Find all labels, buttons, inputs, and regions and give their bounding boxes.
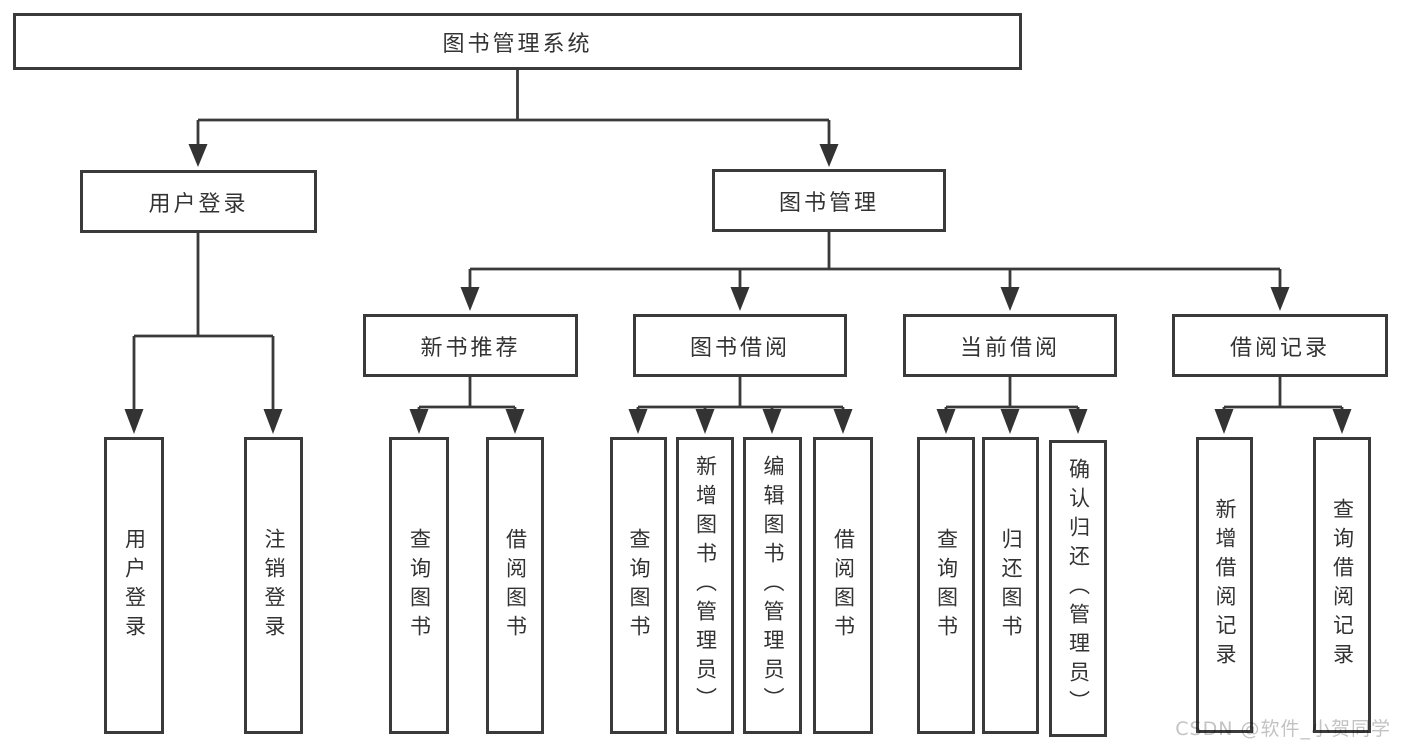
connector-root [188, 70, 839, 167]
leaf-edit-books-admin-label: 编辑图书（管理员） [761, 455, 786, 716]
node-system-root: 图书管理系统 [13, 13, 1022, 70]
connector-user-login [124, 233, 283, 434]
leaf-query-books-3: 查询图书 [917, 437, 975, 734]
leaf-confirm-return-admin-label: 确认归还（管理员） [1066, 458, 1091, 719]
leaf-return-books-label: 归还图书 [999, 527, 1024, 644]
node-system-root-label: 图书管理系统 [442, 31, 593, 57]
leaf-edit-books-admin: 编辑图书（管理员） [743, 437, 802, 734]
leaf-query-books-1: 查询图书 [389, 437, 449, 734]
leaf-query-books-1-label: 查询图书 [407, 527, 432, 644]
node-book-borrow: 图书借阅 [633, 314, 847, 377]
leaf-borrow-books-2-label: 借阅图书 [831, 527, 856, 644]
leaf-query-books-2: 查询图书 [610, 437, 667, 734]
leaf-add-books-admin: 新增图书（管理员） [676, 437, 734, 734]
csdn-watermark: CSDN @软件_小贺同学 [1175, 718, 1391, 740]
connector-borrow-records [1214, 377, 1352, 434]
node-borrow-records-label: 借阅记录 [1229, 335, 1330, 361]
node-book-borrow-label: 图书借阅 [689, 335, 790, 361]
leaf-logout-label: 注销登录 [262, 527, 287, 644]
leaf-borrow-books-2: 借阅图书 [813, 437, 873, 734]
leaf-query-books-3-label: 查询图书 [934, 527, 959, 644]
connector-current-borrow [936, 377, 1088, 434]
leaf-user-login: 用户登录 [104, 437, 164, 734]
node-new-books-label: 新书推荐 [420, 335, 521, 361]
leaf-add-borrow-record: 新增借阅记录 [1196, 437, 1253, 733]
leaf-add-borrow-record-label: 新增借阅记录 [1213, 498, 1238, 672]
connector-book-borrow [628, 377, 853, 434]
leaf-logout: 注销登录 [244, 437, 303, 734]
connector-new-books [409, 377, 525, 434]
node-new-books: 新书推荐 [363, 314, 578, 377]
leaf-query-borrow-record-label: 查询借阅记录 [1330, 498, 1355, 672]
leaf-query-borrow-record: 查询借阅记录 [1313, 437, 1371, 733]
leaf-borrow-books-1-label: 借阅图书 [503, 527, 528, 644]
leaf-return-books: 归还图书 [982, 437, 1039, 734]
leaf-user-login-label: 用户登录 [122, 527, 147, 644]
node-current-borrow: 当前借阅 [903, 314, 1117, 377]
node-book-mgmt-label: 图书管理 [778, 190, 879, 216]
node-user-login: 用户登录 [80, 170, 317, 233]
node-user-login-label: 用户登录 [148, 191, 249, 217]
node-current-borrow-label: 当前借阅 [959, 335, 1060, 361]
node-book-mgmt: 图书管理 [712, 169, 946, 232]
leaf-borrow-books-1: 借阅图书 [486, 437, 544, 734]
leaf-query-books-2-label: 查询图书 [627, 527, 652, 644]
leaf-confirm-return-admin: 确认归还（管理员） [1049, 440, 1107, 737]
node-borrow-records: 借阅记录 [1172, 314, 1388, 377]
connector-book-mgmt [460, 232, 1290, 311]
leaf-add-books-admin-label: 新增图书（管理员） [693, 455, 718, 716]
